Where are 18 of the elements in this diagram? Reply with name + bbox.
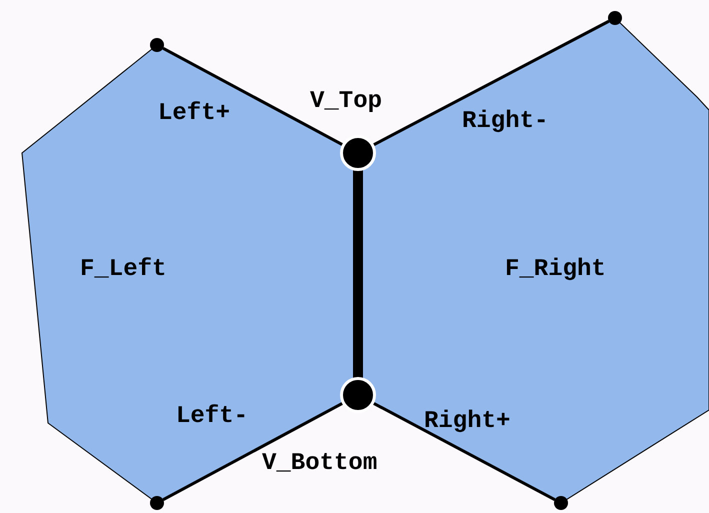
vertex-label: V_Top: [310, 90, 382, 114]
face-label: F_Left: [80, 258, 166, 282]
vertex-dot: [150, 496, 164, 510]
vertex-dot: [150, 38, 164, 52]
edge-line: [162, 400, 346, 501]
edge-line: [370, 20, 610, 148]
edge-label: Right+: [424, 410, 510, 434]
vertex-dot: [608, 11, 622, 25]
edge-label: Left-: [176, 405, 248, 429]
edge-line: [370, 400, 556, 502]
vertex-dot: [554, 496, 568, 510]
vertex-label: V_Bottom: [262, 452, 378, 476]
edge-label: Left+: [158, 102, 230, 126]
edge-label: Right-: [462, 110, 548, 134]
face-label: F_Right: [505, 258, 606, 282]
edge-line: [353, 168, 363, 380]
edge-line: [162, 47, 346, 148]
vertex-dot: [340, 135, 376, 171]
